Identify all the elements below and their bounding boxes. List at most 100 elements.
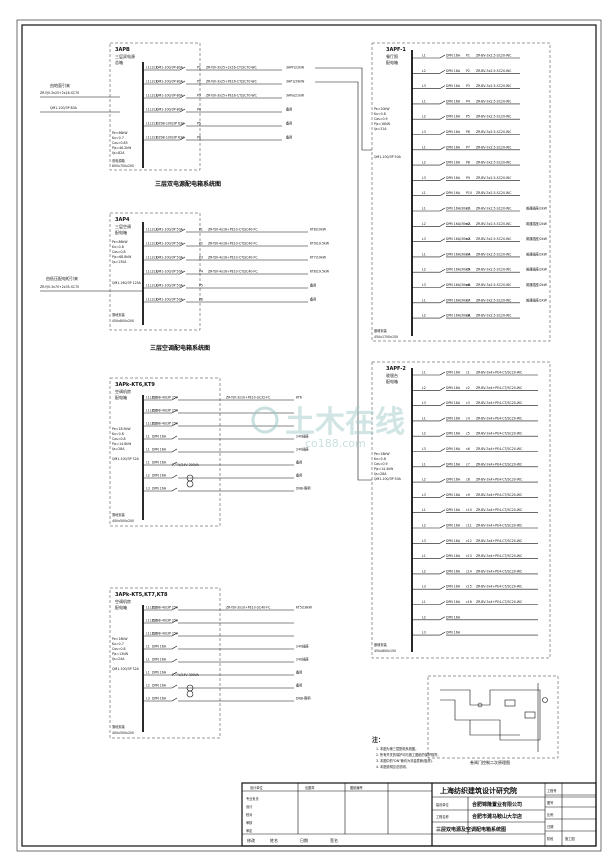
circuit-breaker-label: DPN 16A xyxy=(152,671,167,675)
panel-3apf-1-param: Pjs=16kW xyxy=(374,122,391,126)
circuit-number: c6 xyxy=(466,447,470,451)
circuit-phase: L1 xyxy=(422,462,426,466)
breaker-switch-icon xyxy=(179,94,186,99)
circuit-phase: L2 xyxy=(422,222,426,226)
panel-3apk-1-border xyxy=(109,377,221,527)
circuit-breaker-label: DPN 16A xyxy=(152,461,167,465)
circuit-cable-label: ZR-BV-3x4+PE4-CT/SC20-WC xyxy=(476,554,523,558)
title-mid-head: 设计单位 xyxy=(250,785,264,790)
panel-3apb-param: Kx=0.7 xyxy=(112,136,124,140)
control-wire xyxy=(440,689,520,706)
circuit-number: P5 xyxy=(197,122,201,126)
breaker-switch-icon xyxy=(171,487,178,492)
panel-3apk-2-code: 3APk-KT5,KT7,KT8 xyxy=(115,592,168,598)
circuit-breaker-label: DPN 16A xyxy=(446,130,461,134)
circuit-breaker-label: DZ98-40/3P 25A xyxy=(152,409,179,413)
circuit-phase: L1L2L3 xyxy=(146,284,157,288)
circuit-phase: L3 xyxy=(422,447,426,451)
circuit-breaker-label: DPN 16A xyxy=(446,493,461,497)
title-block: 设计单位 出图章 图纸编号 修改 姓名 日期 签名 专业负责 设计 校对 审核 … xyxy=(241,782,597,847)
breaker-switch-icon xyxy=(171,606,178,611)
breaker-switch-icon xyxy=(439,494,446,498)
circuit-destination: 备用 xyxy=(296,683,302,688)
circuit-phase: L3 xyxy=(422,237,426,241)
title-block-frame xyxy=(241,782,597,847)
circuit-number: P1 xyxy=(199,228,203,232)
circuit-phase: L2 xyxy=(422,478,426,482)
circuit-breaker-label: DPN 16A/30mA xyxy=(446,207,471,211)
circuit-cable-label: ZR-YJV-3x25+2x16-CT/SC70-WC xyxy=(206,66,258,70)
breaker-switch-icon xyxy=(439,238,446,242)
circuit-cable-label: ZR-BV-3x2.5-SC20-WC xyxy=(476,222,512,226)
circuit-phase: L1L2L3 xyxy=(146,632,157,636)
breaker-switch-icon xyxy=(439,509,446,513)
circuit-phase: L1L2L3 xyxy=(146,270,157,274)
circuit-cable-label: ZR-BV-3x4+PE4-CT/SC20-WC xyxy=(476,447,523,451)
circuit-destination: 24V插座 xyxy=(296,434,309,439)
circuit-breaker-label: DPN 16A xyxy=(152,474,167,478)
circuit-breaker-label: DPN 16A xyxy=(152,684,167,688)
panel-3apk-1-name1: 空调机房 xyxy=(115,388,131,394)
circuit-breaker-label: DPN 16A xyxy=(446,115,461,119)
circuit-destination: 24V插座 xyxy=(296,644,309,649)
circuit-breaker-label: DPN 16A xyxy=(446,371,461,375)
circuit-cable-label: ZR-BV-3x4+PE4-CT/SC20-WC xyxy=(476,432,523,436)
panel-3apf-1-incomer: QM1-100/3P 50A xyxy=(374,155,402,159)
control-wire xyxy=(520,689,541,740)
panel-3apf-1-param: Pe=20kW xyxy=(374,107,390,111)
breaker-switch-icon xyxy=(171,461,178,466)
breaker-switch-icon xyxy=(171,409,178,414)
breaker-switch-icon xyxy=(439,463,446,468)
circuit-cable-label: ZR-BV-3x4+PE4-CT/SC20-WC xyxy=(476,600,523,604)
circuit-phase: L2 xyxy=(146,474,150,478)
circuit-cable-label: ZR-YJV-4x16+PE10-CT/SC40-FC xyxy=(208,256,258,260)
circuit-cable-label: ZR-BV-3x2.5-SC20-WC xyxy=(476,130,512,134)
panel-3apf-1-param: Cos=0.9 xyxy=(374,117,388,121)
circuit-phase: L1 xyxy=(422,54,426,58)
drawing-title: 三层双电源及空调配电箱系统图 xyxy=(436,826,506,833)
circuit-number: c5 xyxy=(466,268,470,272)
circuit-phase: L1L2L3 xyxy=(146,409,157,413)
circuit-breaker-label: DPN 16A/30mA xyxy=(446,252,471,256)
panel-3apb-param: Ijs=82A xyxy=(112,151,125,155)
panel-3apb-code: 3APB xyxy=(115,47,130,53)
circuit-cable-label: ZR-YJV-3x10+PE10-SC32-FC xyxy=(226,396,271,400)
title-bottom-cell: 姓名 xyxy=(270,837,278,843)
panel-3apf-2-foot: 嵌墙安装 xyxy=(374,642,388,647)
panel-3apk-2-param: Kx=0.7 xyxy=(112,642,124,646)
panel-3apk-1-param: Kx=0.8 xyxy=(112,432,124,436)
circuit-cable-label: ZR-BV-3x4+PE4-CT/SC20-WC xyxy=(476,401,523,405)
circuit-phase: L1 xyxy=(146,671,150,675)
circuit-destination: 备用 xyxy=(286,121,292,126)
circuit-destination: KT7/19kW xyxy=(310,256,327,260)
circuit-breaker-label: DPN 16A xyxy=(152,697,167,701)
circuit-phase: L1 xyxy=(422,554,426,558)
breaker-switch-icon xyxy=(171,684,178,689)
breaker-switch-icon xyxy=(171,658,178,663)
breaker-switch-icon xyxy=(439,524,446,529)
circuit-number: c1 xyxy=(466,371,470,375)
circuit-destination: KT8/19.5kW xyxy=(310,270,330,274)
circuit-phase: L1L2L3 xyxy=(146,256,157,260)
project-label: 工程名称 xyxy=(436,814,450,819)
circuit-number: c15 xyxy=(466,585,472,589)
panel-3apk-2-name2: 配电箱 xyxy=(115,604,127,610)
circuit-breaker-label: DPN 16A xyxy=(446,416,461,420)
